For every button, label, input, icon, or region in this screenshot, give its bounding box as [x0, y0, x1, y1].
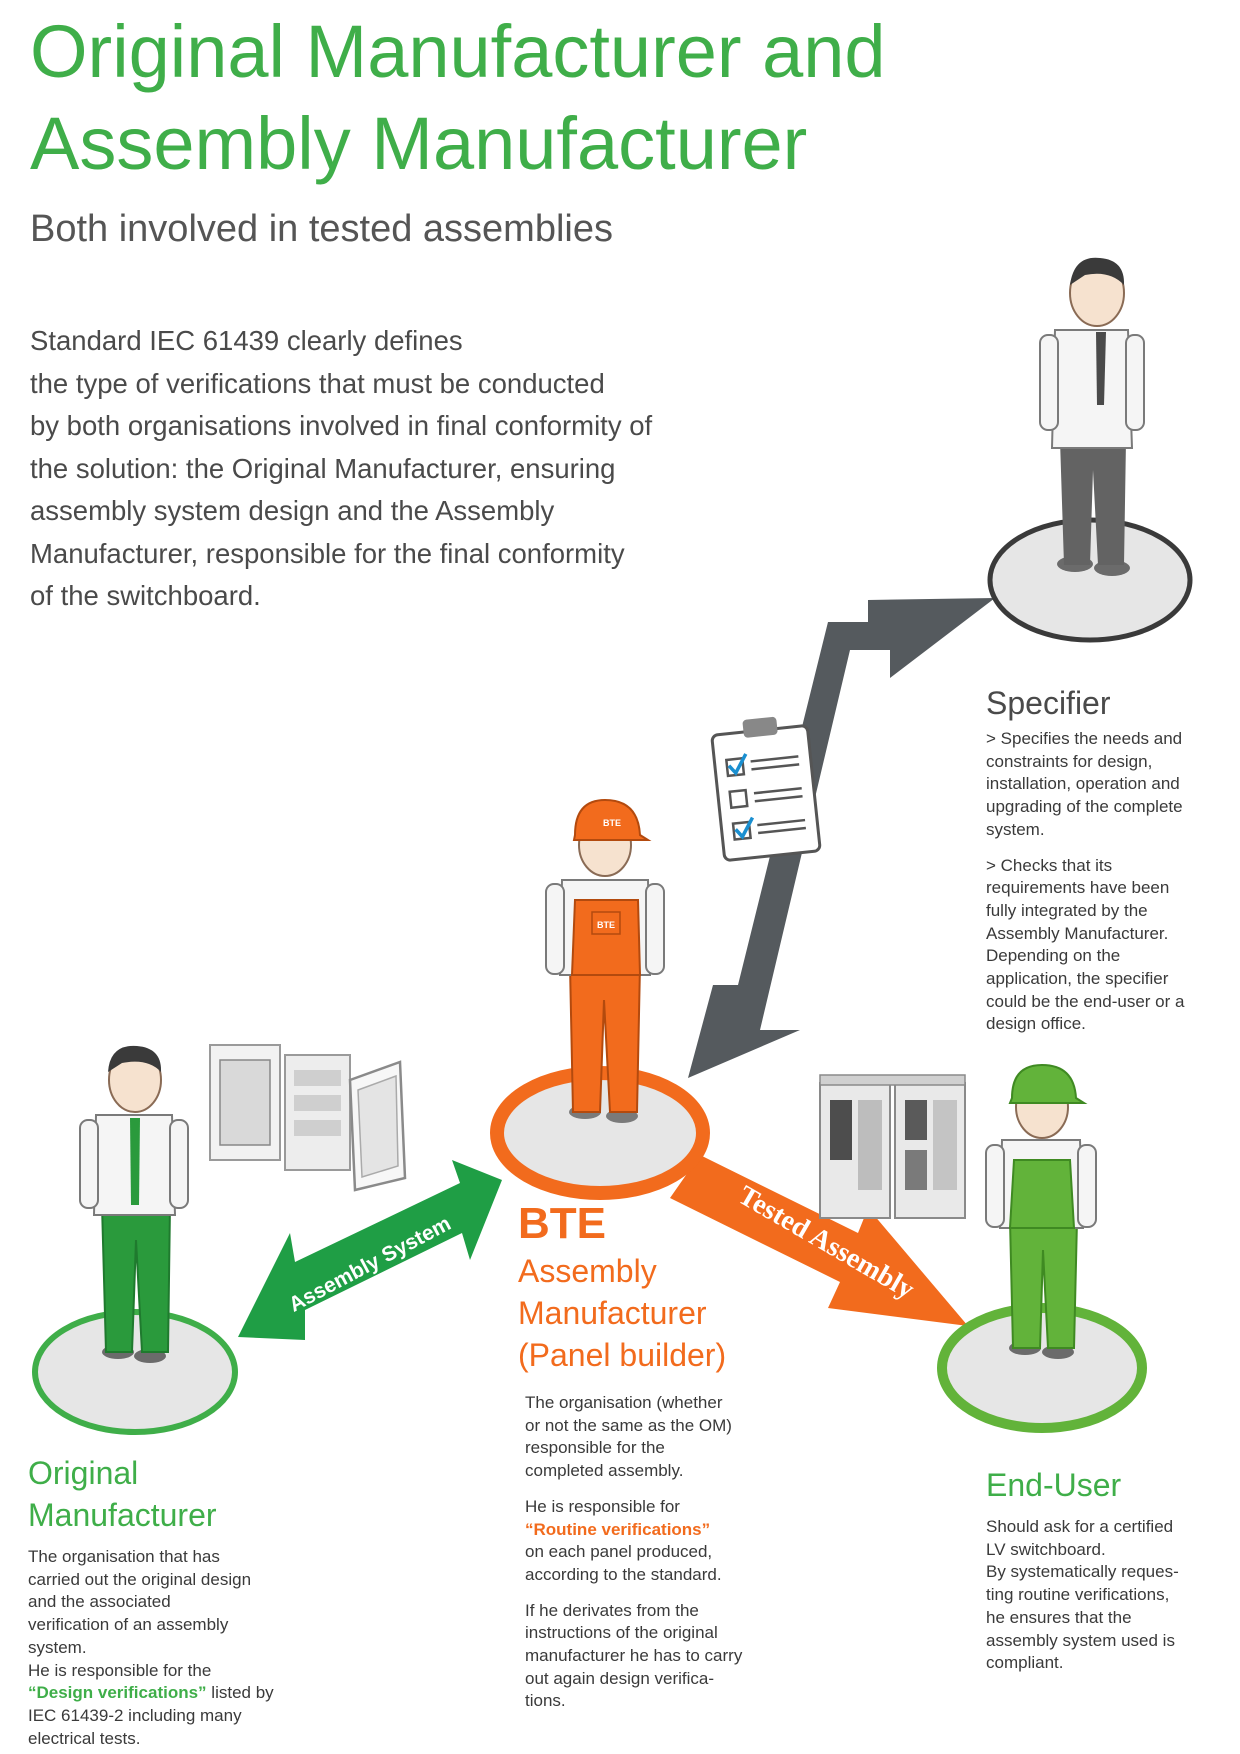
bte-text-line: on each panel produced, [525, 1542, 713, 1562]
om-title-line: Manufacturer [28, 1497, 217, 1533]
om-section: Original Manufacturer The organisation t… [28, 1452, 274, 1750]
bte-title: Assembly Manufacturer (Panel builder) [518, 1250, 726, 1376]
om-text-line: carried out the original design [28, 1569, 252, 1589]
bte-text-line: manufacturer he has to carry [525, 1646, 743, 1666]
intro-line: the type of verifications that must be c… [30, 367, 605, 399]
specifier-text-line: fully integrated by the [986, 900, 1148, 920]
bte-brand: BTE [518, 1199, 606, 1248]
specifier-text-line: Assembly Manufacturer. [986, 923, 1169, 943]
specifier-text-line: > Specifies the needs and [986, 729, 1183, 748]
intro-line: by both organisations involved in final … [30, 410, 653, 441]
enduser-platform [937, 1303, 1147, 1433]
bte-text-line: tions. [525, 1691, 566, 1711]
specifier-text-line: system. [986, 819, 1045, 839]
bte-text-line: according to the standard. [525, 1564, 722, 1584]
specifier-description: > Specifies the needs and constraints fo… [986, 728, 1184, 1036]
bte-text-line: or not the same as the OM) [525, 1415, 732, 1435]
title-line-2: Assembly Manufacturer [30, 102, 808, 185]
om-text-line: electrical tests. [28, 1728, 141, 1748]
om-text-line: verification of an assembly [28, 1615, 229, 1635]
tested-assembly-arrow [670, 1155, 968, 1326]
specifier-title: Specifier [986, 685, 1111, 721]
end-user-title: End-User [986, 1467, 1122, 1503]
design-verifications-highlight: “Design verifications” [28, 1683, 207, 1703]
specifier-text-line: requirements have been [986, 878, 1170, 898]
specifier-section: Specifier > Specifies the needs and cons… [986, 682, 1184, 1049]
original-manufacturer-figure [79, 1045, 189, 1363]
bib-badge: BTE [597, 920, 615, 930]
clipboard-icon [710, 716, 822, 862]
end-user-text-line: he ensures that the [986, 1607, 1132, 1627]
bte-text-line: He is responsible for [525, 1496, 680, 1516]
end-user-text-line: ting routine verifications, [986, 1585, 1170, 1605]
end-user-figure [985, 1063, 1097, 1359]
end-user-text-line: Should ask for a certified [986, 1517, 1174, 1536]
helmet-badge: BTE [603, 818, 621, 828]
end-user-text-line: By systematically reques- [986, 1562, 1179, 1582]
page-subtitle: Both involved in tested assemblies [30, 208, 613, 250]
intro-line: assembly system design and the Assembly [30, 495, 555, 526]
switchboard-image [819, 1074, 966, 1219]
bte-description: The organisation (whether or not the sam… [525, 1392, 742, 1726]
bte-title-line: Manufacturer [518, 1295, 707, 1331]
om-text-fragment: listed by [206, 1683, 274, 1703]
end-user-text-line: compliant. [986, 1653, 1064, 1673]
title-line-1: Original Manufacturer and [30, 10, 886, 93]
assembly-system-arrow [238, 1160, 502, 1340]
end-user-text-line: assembly system used is [986, 1630, 1175, 1650]
bte-text-line: out again design verifica- [525, 1668, 715, 1688]
specifier-text-line: installation, operation and [986, 774, 1180, 794]
assembly-kit-image [209, 1044, 407, 1192]
bte-worker-figure: BTE BTE [545, 798, 665, 1123]
end-user-description: Should ask for a certified LV switchboar… [986, 1516, 1179, 1675]
om-text-line: and the associated [28, 1592, 171, 1612]
specifier-text-line: constraints for design, [986, 751, 1153, 771]
om-text-line-highlight: “Design verifications” listed by [28, 1682, 274, 1705]
om-description: The organisation that has carried out th… [28, 1546, 274, 1750]
om-text-line: IEC 61439-2 including many [28, 1705, 242, 1725]
bte-title-line: (Panel builder) [518, 1337, 727, 1373]
end-user-text-line: LV switchboard. [986, 1539, 1106, 1559]
bte-text-line: If he derivates from the [525, 1600, 699, 1620]
specifier-figure [1039, 257, 1145, 576]
om-text-line: He is responsible for the [28, 1660, 212, 1680]
specifier-text-line: could be the end-user or a [986, 991, 1185, 1011]
om-text-line: system. [28, 1637, 87, 1657]
bte-title-line: Assembly [518, 1253, 657, 1289]
bte-section: BTE Assembly Manufacturer (Panel builder… [518, 1198, 726, 1376]
om-title-line: Original [28, 1455, 139, 1491]
intro-line: Standard IEC 61439 clearly defines [30, 325, 463, 356]
specifier-text-line: upgrading of the complete [986, 797, 1183, 817]
bte-text-line: instructions of the original [525, 1623, 718, 1643]
end-user-section: End-User Should ask for a certified LV s… [986, 1464, 1179, 1675]
specifier-text-line: Depending on the [986, 946, 1121, 966]
specifier-text-line: application, the specifier [986, 969, 1169, 989]
bte-text-line: completed assembly. [525, 1461, 684, 1481]
bte-text-line: The organisation (whether [525, 1393, 723, 1412]
page-title: Original Manufacturer and Assembly Manuf… [30, 6, 886, 190]
specifier-text-line: > Checks that its [986, 855, 1113, 875]
intro-line: Manufacturer, responsible for the final … [30, 537, 625, 569]
bte-text-line: responsible for the [525, 1438, 665, 1458]
om-text-line: The organisation that has [28, 1547, 220, 1566]
intro-line: of the switchboard. [30, 580, 261, 611]
routine-verifications-highlight: “Routine verifications” [525, 1519, 711, 1539]
om-title: Original Manufacturer [28, 1452, 274, 1536]
specifier-text-line: design office. [986, 1014, 1086, 1034]
intro-paragraph: Standard IEC 61439 clearly defines the t… [30, 320, 790, 618]
intro-line: the solution: the Original Manufacturer,… [30, 452, 616, 484]
om-platform [32, 1309, 238, 1435]
project-specification-arrow [688, 598, 995, 1078]
